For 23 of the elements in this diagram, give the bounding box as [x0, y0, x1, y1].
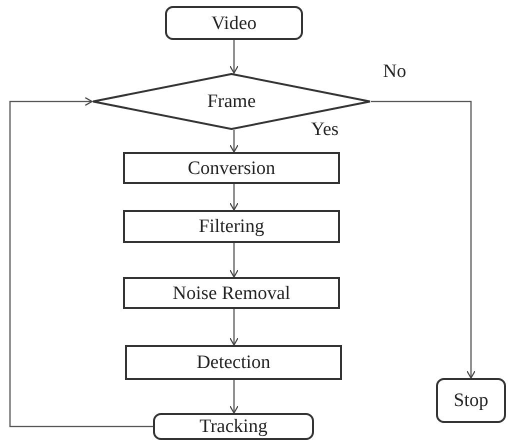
node-label: Stop	[454, 391, 488, 410]
node-label: Video	[211, 14, 257, 32]
node-label: Filtering	[198, 217, 264, 236]
arrow	[9, 96, 153, 428]
process-box	[123, 210, 340, 243]
arrow	[229, 380, 239, 414]
arrow	[229, 184, 239, 211]
node-label: Detection	[196, 353, 270, 372]
node-label: Conversion	[188, 158, 276, 178]
terminal-box	[165, 6, 303, 40]
node-label: Tracking	[200, 417, 268, 436]
arrow	[371, 100, 476, 379]
terminal-box	[436, 378, 506, 423]
arrow	[229, 243, 239, 278]
arrow	[229, 130, 239, 153]
process-box	[125, 345, 342, 380]
arrow	[229, 40, 239, 74]
process-box	[123, 277, 340, 309]
arrow	[229, 309, 239, 346]
process-box	[153, 413, 314, 440]
node-label: Noise Removal	[172, 284, 290, 302]
node-label: Frame	[207, 92, 256, 111]
process-box	[123, 152, 340, 184]
